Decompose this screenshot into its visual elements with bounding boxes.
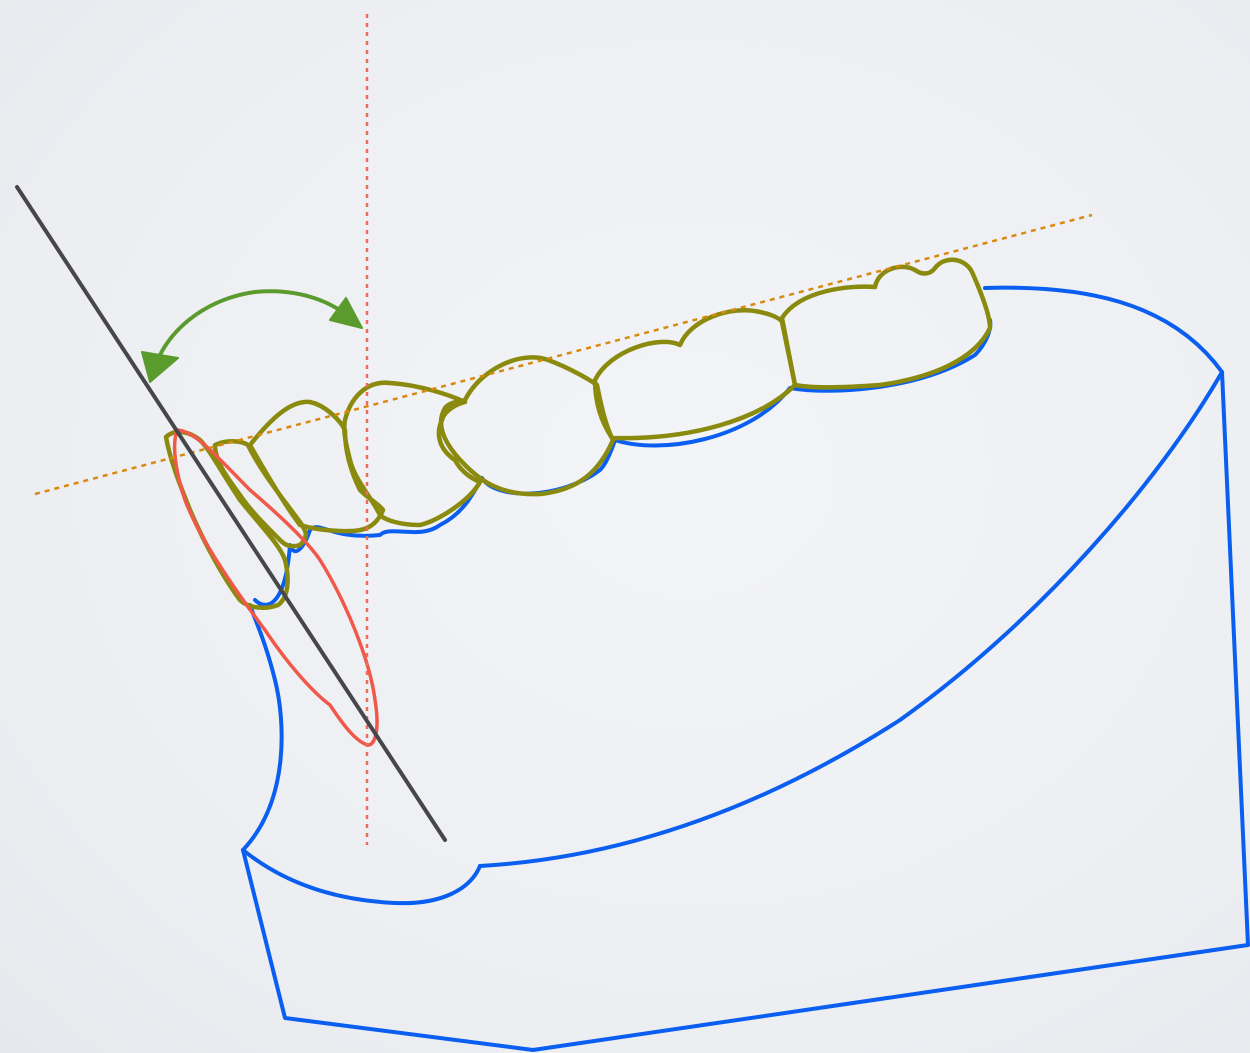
premolar-tooth-1 — [344, 383, 480, 525]
gingival-margin — [255, 320, 990, 605]
angle-arrow — [142, 291, 362, 382]
mandible-model-base — [243, 288, 1248, 1050]
distal-arch-top — [985, 288, 1222, 372]
occlusal-plane-line — [35, 215, 1092, 494]
molar-tooth-2 — [782, 260, 990, 388]
canine-tooth — [250, 402, 383, 531]
model-base-block — [243, 372, 1248, 1050]
arrowhead-left — [142, 352, 178, 382]
central-incisor-tooth — [166, 432, 288, 608]
posterior-teeth — [344, 260, 990, 525]
symphysis-bottom — [243, 850, 480, 903]
molar-tooth-1 — [595, 310, 795, 438]
arrowhead-right — [330, 298, 362, 328]
symphysis-front — [243, 605, 282, 850]
ramus-curve — [480, 372, 1222, 866]
angle-arc — [160, 291, 350, 355]
